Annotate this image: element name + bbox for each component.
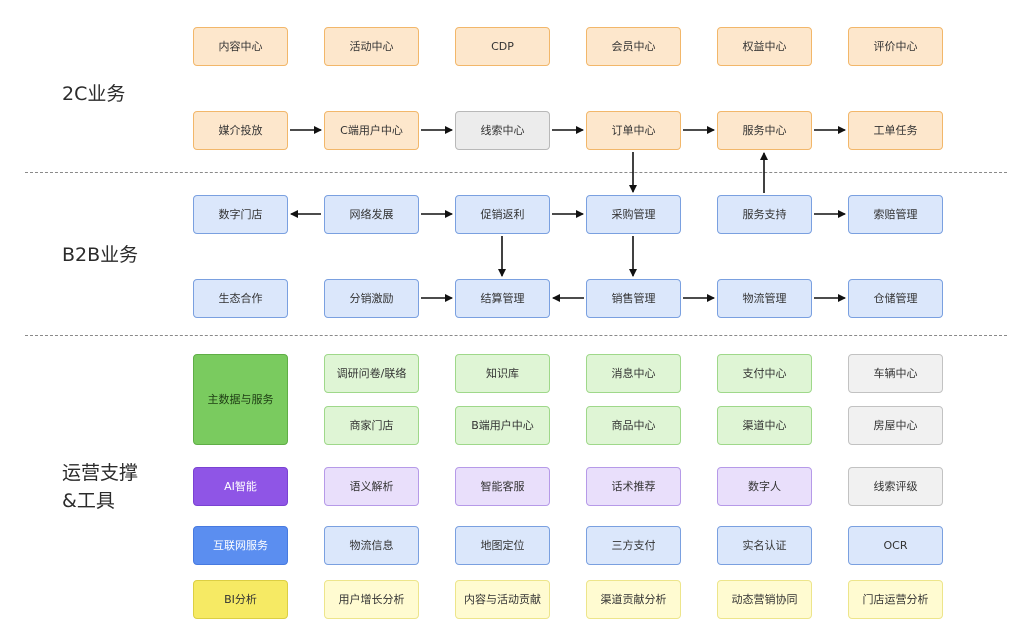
b2b-node: 生态合作 xyxy=(193,279,288,318)
b2b-node: 网络发展 xyxy=(324,195,419,234)
b2b-node: 仓储管理 xyxy=(848,279,943,318)
c2-node: 会员中心 xyxy=(586,27,681,66)
c2-node: 内容中心 xyxy=(193,27,288,66)
c2-flow-node: 线索中心 xyxy=(455,111,550,150)
b2b-node: 采购管理 xyxy=(586,195,681,234)
b2b-node: 销售管理 xyxy=(586,279,681,318)
internet-node: 实名认证 xyxy=(717,526,812,565)
internet-node: OCR xyxy=(848,526,943,565)
b2b-node: 服务支持 xyxy=(717,195,812,234)
internet-node: 物流信息 xyxy=(324,526,419,565)
bi-node: 用户增长分析 xyxy=(324,580,419,619)
master-data-node: B端用户中心 xyxy=(455,406,550,445)
c2-flow-node: 订单中心 xyxy=(586,111,681,150)
ai-category: AI智能 xyxy=(193,467,288,506)
section-label-2c: 2C业务 xyxy=(62,83,126,105)
master-data-node: 支付中心 xyxy=(717,354,812,393)
master-data-node: 房屋中心 xyxy=(848,406,943,445)
bi-category: BI分析 xyxy=(193,580,288,619)
bi-node: 内容与活动贡献 xyxy=(455,580,550,619)
ai-node: 语义解析 xyxy=(324,467,419,506)
ai-node: 话术推荐 xyxy=(586,467,681,506)
master-data-node: 渠道中心 xyxy=(717,406,812,445)
c2-node: CDP xyxy=(455,27,550,66)
b2b-node: 分销激励 xyxy=(324,279,419,318)
b2b-node: 数字门店 xyxy=(193,195,288,234)
c2-flow-node: 工单任务 xyxy=(848,111,943,150)
internet-node: 三方支付 xyxy=(586,526,681,565)
bi-node: 渠道贡献分析 xyxy=(586,580,681,619)
section-divider xyxy=(25,172,1007,173)
section-label-b2b: B2B业务 xyxy=(62,244,139,266)
c2-flow-node: 服务中心 xyxy=(717,111,812,150)
bi-node: 动态营销协同 xyxy=(717,580,812,619)
section-divider xyxy=(25,335,1007,336)
c2-node: 活动中心 xyxy=(324,27,419,66)
ai-node: 数字人 xyxy=(717,467,812,506)
b2b-node: 促销返利 xyxy=(455,195,550,234)
master-data-node: 调研问卷/联络 xyxy=(324,354,419,393)
section-label-ops: 运营支撑 &工具 xyxy=(62,462,139,512)
c2-flow-node: 媒介投放 xyxy=(193,111,288,150)
master-data-node: 商家门店 xyxy=(324,406,419,445)
internet-node: 地图定位 xyxy=(455,526,550,565)
master-data-node: 知识库 xyxy=(455,354,550,393)
b2b-node: 物流管理 xyxy=(717,279,812,318)
b2b-node: 结算管理 xyxy=(455,279,550,318)
master-data-category: 主数据与服务 xyxy=(193,354,288,445)
b2b-node: 索赔管理 xyxy=(848,195,943,234)
ai-node: 线索评级 xyxy=(848,467,943,506)
c2-node: 评价中心 xyxy=(848,27,943,66)
ai-node: 智能客服 xyxy=(455,467,550,506)
bi-node: 门店运营分析 xyxy=(848,580,943,619)
internet-category: 互联网服务 xyxy=(193,526,288,565)
c2-flow-node: C端用户中心 xyxy=(324,111,419,150)
master-data-node: 消息中心 xyxy=(586,354,681,393)
master-data-node: 车辆中心 xyxy=(848,354,943,393)
c2-node: 权益中心 xyxy=(717,27,812,66)
master-data-node: 商品中心 xyxy=(586,406,681,445)
